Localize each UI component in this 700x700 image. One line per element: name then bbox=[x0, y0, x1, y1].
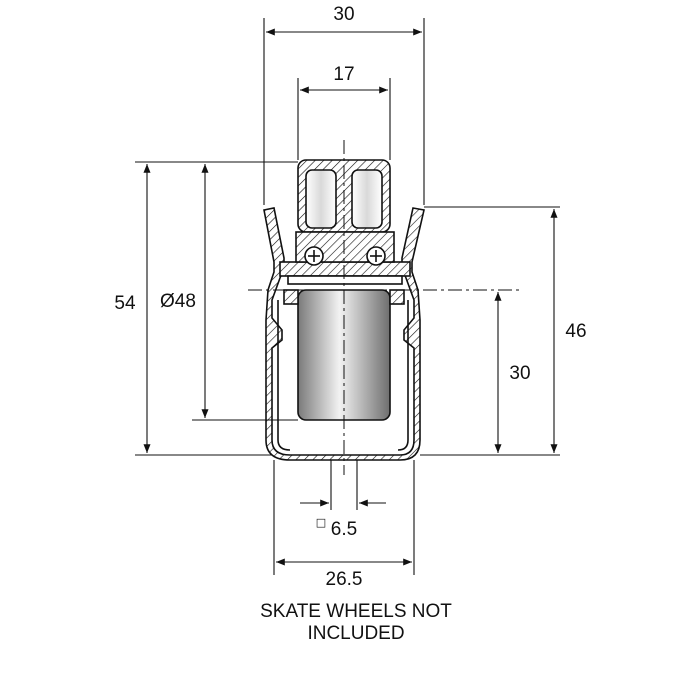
mounting-flange bbox=[279, 261, 411, 285]
label-overall-height: 54 bbox=[114, 293, 136, 314]
housing-section bbox=[263, 207, 425, 461]
note-line-2: INCLUDED bbox=[307, 623, 404, 644]
screws bbox=[304, 246, 386, 266]
wheel-hub-left bbox=[283, 289, 299, 305]
housing-left-wall bbox=[263, 207, 425, 461]
dimension-lines bbox=[135, 18, 560, 575]
label-right-height: 46 bbox=[565, 321, 586, 342]
right-screw-icon bbox=[366, 246, 386, 266]
note-line-1: SKATE WHEELS NOT bbox=[260, 601, 452, 622]
dimension-labels: 30 17 54 Ø48 46 30 26.5 □ 6.5 bbox=[114, 4, 586, 590]
left-screw-icon bbox=[304, 246, 324, 266]
housing-inner-left bbox=[277, 300, 291, 451]
housing-inner-right bbox=[397, 300, 409, 451]
flange-base bbox=[287, 275, 403, 285]
wheel-hub-right bbox=[389, 289, 405, 305]
stem-left-recess bbox=[305, 169, 337, 229]
label-wheel-diameter: Ø48 bbox=[160, 291, 196, 312]
label-top-width: 30 bbox=[333, 4, 354, 25]
note-block: SKATE WHEELS NOT INCLUDED bbox=[260, 601, 452, 644]
label-lower-height: 30 bbox=[509, 363, 530, 384]
top-stem-block bbox=[295, 159, 395, 263]
label-inner-width: 17 bbox=[333, 64, 354, 85]
square-glyph: □ bbox=[316, 516, 326, 529]
label-bottom-width: 26.5 bbox=[326, 569, 363, 590]
flange-plate bbox=[279, 261, 411, 277]
stem-right-recess bbox=[351, 169, 383, 229]
label-square-size: 6.5 bbox=[331, 519, 357, 540]
centre-lines bbox=[248, 140, 520, 475]
